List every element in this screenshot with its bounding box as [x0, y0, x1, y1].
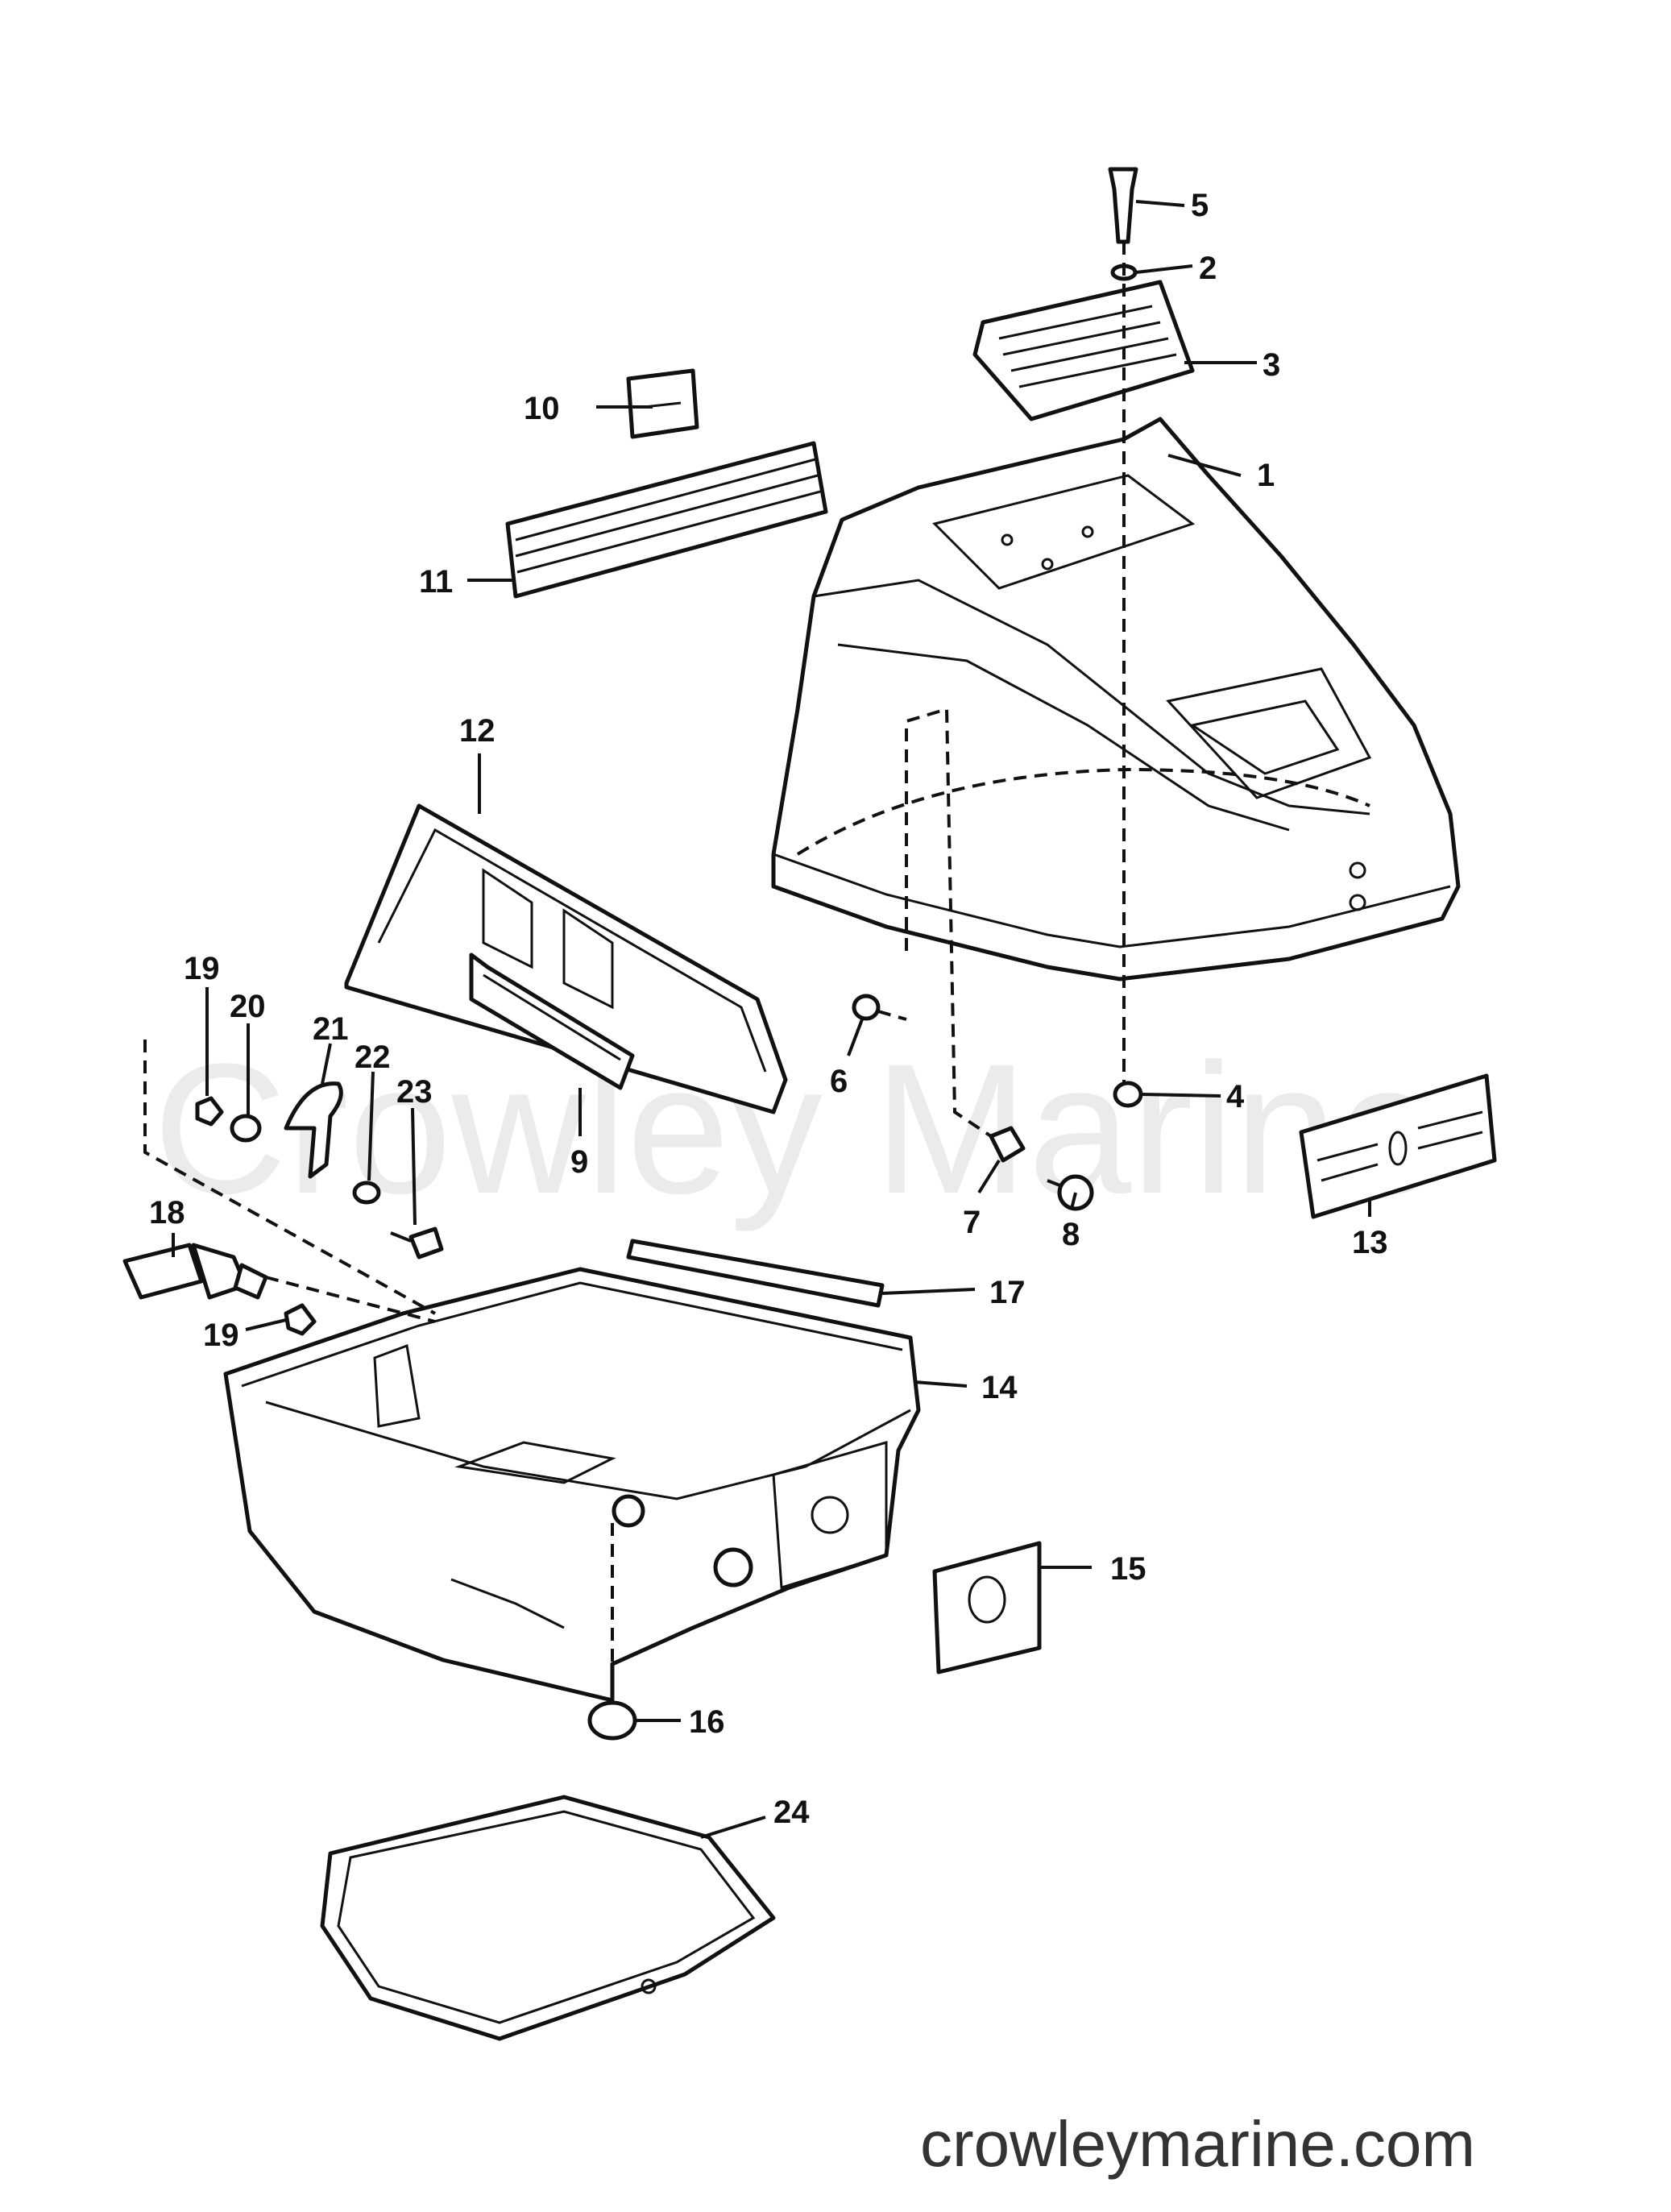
callout-6: 6: [830, 1064, 848, 1099]
latch-handle-part: [122, 1243, 268, 1300]
nut-part: [284, 1303, 317, 1336]
callout-5: 5: [1191, 188, 1209, 223]
seal-strip-part: [626, 1239, 885, 1308]
top-cowl-part: [771, 417, 1461, 981]
callout-20: 20: [230, 989, 266, 1024]
callout-7: 7: [963, 1205, 981, 1240]
callout-19-lower: 19: [203, 1318, 239, 1353]
grommet-part: [852, 994, 881, 1021]
latch-hook-part: [284, 1081, 343, 1179]
callout-2: 2: [1199, 251, 1217, 286]
callout-labels: 1 2 3 4 5 6 7 8 9 10 11 12 13 14 15 16 1…: [149, 188, 1388, 1830]
callout-11: 11: [419, 564, 453, 600]
bottom-cowl-part: [223, 1267, 921, 1703]
callout-8: 8: [1062, 1217, 1080, 1252]
plate-part: [932, 1541, 1042, 1675]
callout-18: 18: [149, 1195, 185, 1231]
front-decal-part: [344, 803, 788, 1114]
watermark: Crowley Marine: [153, 1025, 1441, 1232]
callout-22: 22: [355, 1040, 391, 1075]
pin-part: [390, 1226, 444, 1260]
vent-cover-part: [972, 280, 1195, 421]
callout-19-upper: 19: [184, 951, 220, 986]
small-decal-part: [626, 368, 699, 439]
callout-9: 9: [570, 1144, 588, 1180]
callout-15: 15: [1110, 1551, 1146, 1587]
force-emblem-part: [469, 952, 635, 1090]
screw-part: [1108, 167, 1138, 244]
gasket-part: [320, 1795, 776, 2041]
side-decal-part: [505, 441, 828, 599]
washer-part: [230, 1114, 262, 1143]
callout-14: 14: [981, 1370, 1018, 1405]
nut-part: [195, 1096, 224, 1127]
callout-12: 12: [459, 713, 495, 749]
instruction-label-part: [1299, 1073, 1497, 1219]
spring-part: [352, 1181, 381, 1205]
callout-4: 4: [1226, 1079, 1245, 1114]
callout-23: 23: [396, 1074, 433, 1110]
leader-lines: [172, 200, 1371, 1839]
site-footer: crowleymarine.com: [920, 2108, 1475, 2180]
callout-1: 1: [1257, 458, 1275, 493]
callout-3: 3: [1263, 347, 1280, 383]
plug-part: [587, 1700, 637, 1741]
grommet-part: [1113, 1081, 1143, 1108]
callout-10: 10: [524, 391, 560, 426]
callout-16: 16: [689, 1704, 725, 1740]
callout-24: 24: [773, 1795, 810, 1830]
bushing-part: [989, 1126, 1026, 1163]
callout-13: 13: [1352, 1225, 1388, 1260]
callout-21: 21: [313, 1011, 349, 1047]
callout-17: 17: [989, 1275, 1026, 1310]
